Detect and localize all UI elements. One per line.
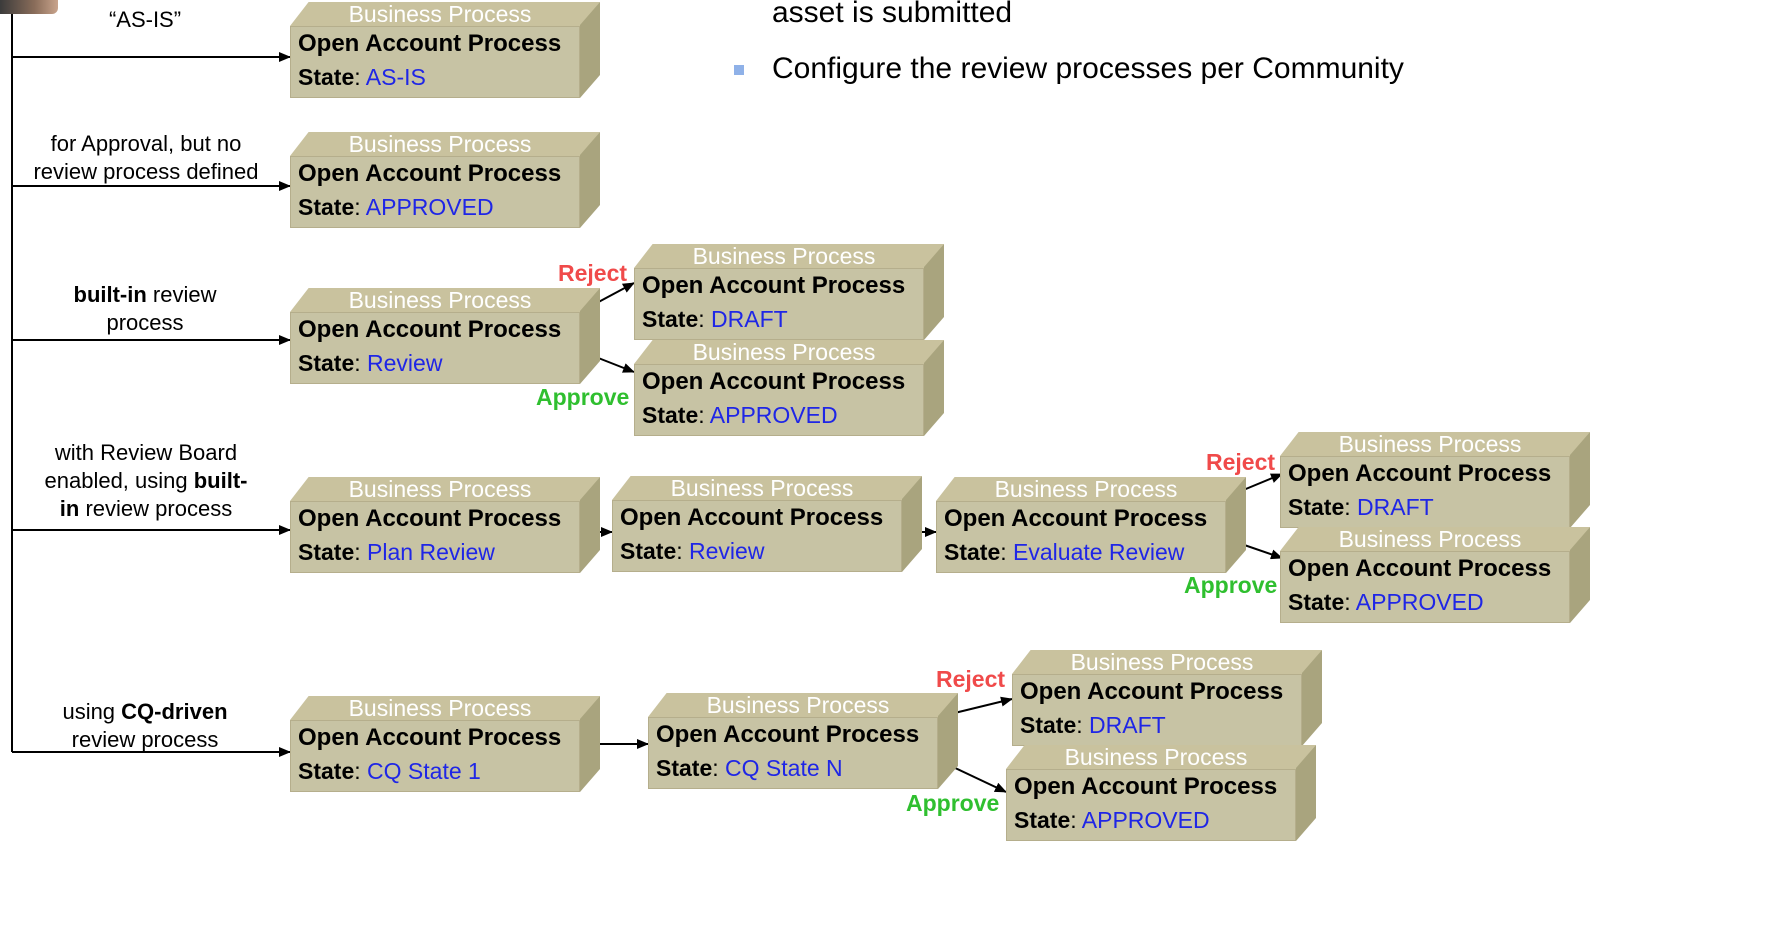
process-box-cq-state-n: Business Process Open Account Process St…	[648, 693, 958, 789]
presenter-photo	[0, 0, 58, 14]
note-asset-submitted: asset is submitted	[772, 0, 1013, 29]
process-box-asis: Business Process Open Account Process St…	[290, 2, 600, 98]
approve-label-board: Approve	[1184, 572, 1278, 598]
process-box-review: Business Process Open Account Process St…	[290, 288, 600, 384]
process-box-board-approved: Business Process Open Account Process St…	[1280, 527, 1590, 623]
label-as-is: “AS-IS”	[108, 7, 182, 32]
process-box-cq-draft: Business Process Open Account Process St…	[1012, 650, 1322, 746]
process-box-builtin-approved: Business Process Open Account Process St…	[634, 340, 944, 436]
process-box-cq-state-1: Business Process Open Account Process St…	[290, 696, 600, 792]
reject-label-board: Reject	[1206, 449, 1276, 475]
note-configure-review: Configure the review processes per Commu…	[734, 52, 1404, 86]
approve-label-cq: Approve	[906, 790, 1000, 816]
process-box-plan-review: Business Process Open Account Process St…	[290, 477, 600, 573]
bullet-marker	[734, 65, 744, 75]
process-box-cq-approved: Business Process Open Account Process St…	[1006, 745, 1316, 841]
process-box-board-review: Business Process Open Account Process St…	[612, 476, 922, 572]
label-review-board: with Review Board enabled, using built- …	[44, 440, 248, 521]
label-approval-no-review: for Approval, but no review process defi…	[33, 131, 259, 184]
process-box-evaluate-review: Business Process Open Account Process St…	[936, 477, 1246, 573]
process-box-approved-direct: Business Process Open Account Process St…	[290, 132, 600, 228]
label-builtin-review: built-in review process	[73, 282, 217, 335]
process-box-builtin-draft: Business Process Open Account Process St…	[634, 244, 944, 340]
reject-label-cq: Reject	[936, 666, 1006, 692]
label-cq-driven: using CQ-driven review process	[62, 699, 228, 752]
approve-label-builtin: Approve	[536, 384, 630, 410]
reject-label-builtin: Reject	[558, 260, 628, 286]
process-box-board-draft: Business Process Open Account Process St…	[1280, 432, 1590, 528]
